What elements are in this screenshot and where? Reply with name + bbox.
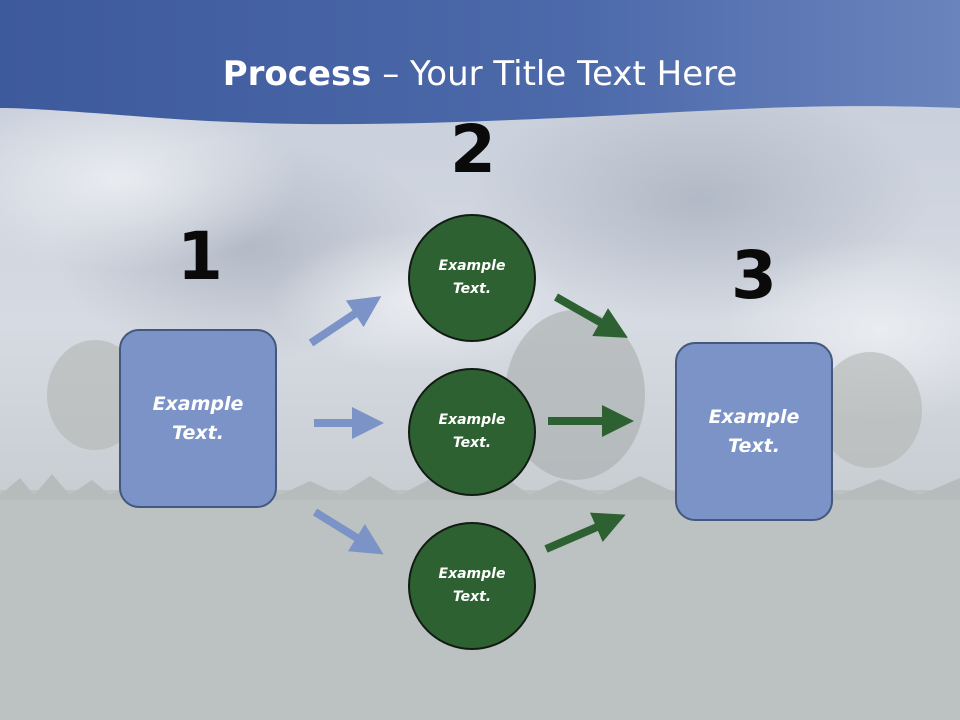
arrow-green-up xyxy=(544,512,626,553)
title-rest: – Your Title Text Here xyxy=(371,54,738,94)
arrow-blue-up xyxy=(308,296,382,347)
title-bold: Process xyxy=(222,54,372,94)
step-3-label: Example Text. xyxy=(708,405,800,457)
arrow-blue-down xyxy=(312,508,384,555)
circle-label: Example Text. xyxy=(438,412,506,451)
slide-title: Process – Your Title Text Here xyxy=(0,50,960,98)
step-number-2: 2 xyxy=(450,111,496,188)
arrow-green-down xyxy=(554,293,628,338)
step-2-circle-bottom: Example Text. xyxy=(408,522,536,650)
step-number-3: 3 xyxy=(731,237,777,314)
step-number-1: 1 xyxy=(177,218,223,295)
circle-label: Example Text. xyxy=(438,258,506,297)
step-2-circle-top: Example Text. xyxy=(408,214,536,342)
step-3-box: Example Text. xyxy=(675,342,833,521)
step-2-circle-middle: Example Text. xyxy=(408,368,536,496)
step-1-box: Example Text. xyxy=(119,329,277,508)
step-1-label: Example Text. xyxy=(152,392,244,444)
circle-label: Example Text. xyxy=(438,566,506,605)
